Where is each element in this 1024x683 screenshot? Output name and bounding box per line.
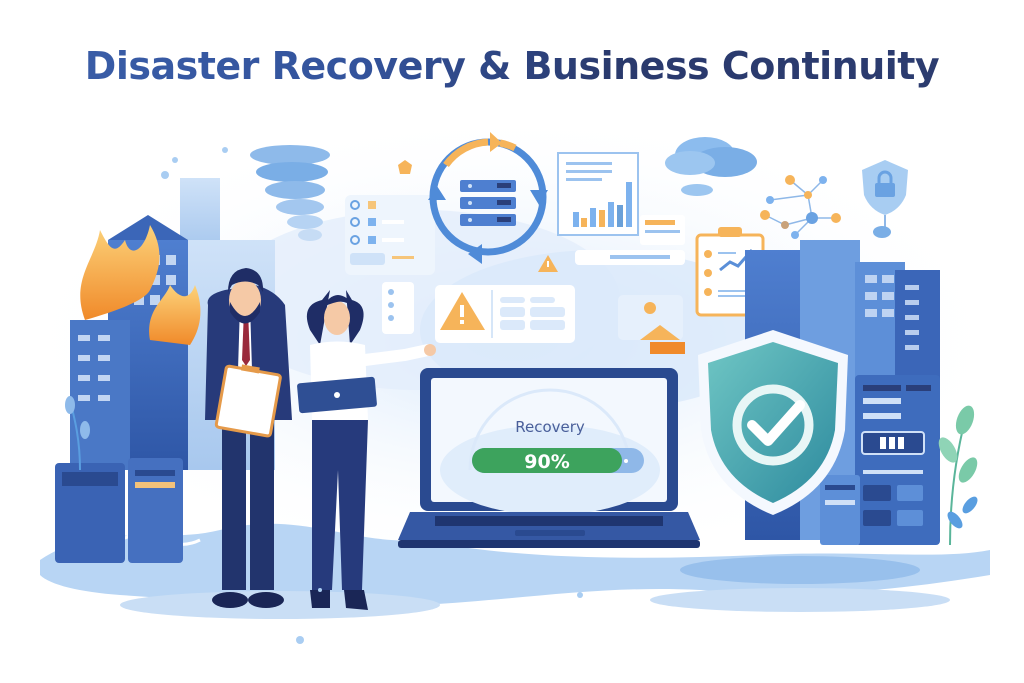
status-list-panel-icon — [345, 160, 435, 275]
server-rack-icon — [55, 458, 183, 563]
recovery-label: Recovery — [515, 418, 585, 436]
laptop-icon: Recovery 90% — [398, 368, 700, 548]
progress-percent: 90% — [524, 451, 569, 473]
progress-bar — [472, 448, 622, 473]
lock-shield-icon — [862, 160, 908, 238]
chat-bubble-icon — [382, 282, 414, 334]
data-center-server-icon — [820, 375, 940, 545]
decorative-dots-icon — [161, 147, 583, 644]
security-shield-check-icon — [698, 330, 848, 515]
tornado-icon — [250, 145, 330, 241]
page-title: Disaster Recovery & Business Continuity — [0, 44, 1024, 88]
bar-chart-report-icon — [557, 152, 639, 236]
plant-icon — [65, 396, 978, 546]
network-nodes-icon — [760, 175, 841, 239]
cloud-icon — [665, 137, 757, 196]
warning-dialog-icon — [435, 255, 575, 343]
businessman-icon — [205, 268, 292, 608]
fire-icon — [80, 225, 201, 345]
progress-panel-icon — [575, 215, 685, 265]
media-panel-icon — [618, 295, 685, 354]
backup-sync-cycle-icon — [428, 132, 548, 264]
businesswoman-icon — [297, 290, 436, 610]
